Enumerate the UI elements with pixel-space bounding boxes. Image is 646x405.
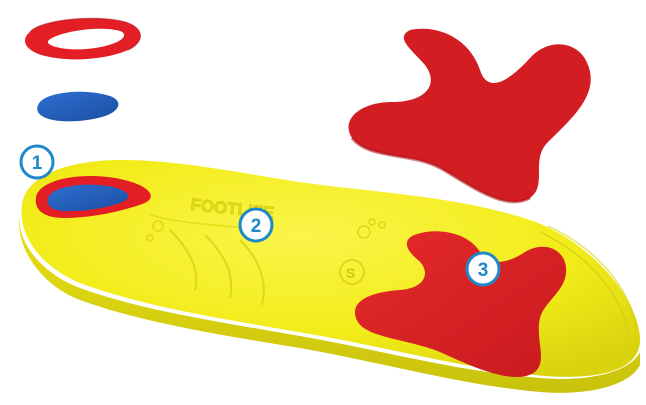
heel-gel-pad-part xyxy=(37,92,118,122)
forefoot-pad-part xyxy=(348,29,590,202)
callout-3-number: 3 xyxy=(478,260,489,281)
callout-2: 2 xyxy=(240,209,272,241)
callout-3: 3 xyxy=(467,253,499,285)
callout-1: 1 xyxy=(21,146,53,178)
callout-1-number: 1 xyxy=(32,153,43,174)
callout-2-number: 2 xyxy=(251,216,262,237)
size-stamp-text: S xyxy=(346,265,355,281)
heel-ring-part xyxy=(25,18,140,59)
